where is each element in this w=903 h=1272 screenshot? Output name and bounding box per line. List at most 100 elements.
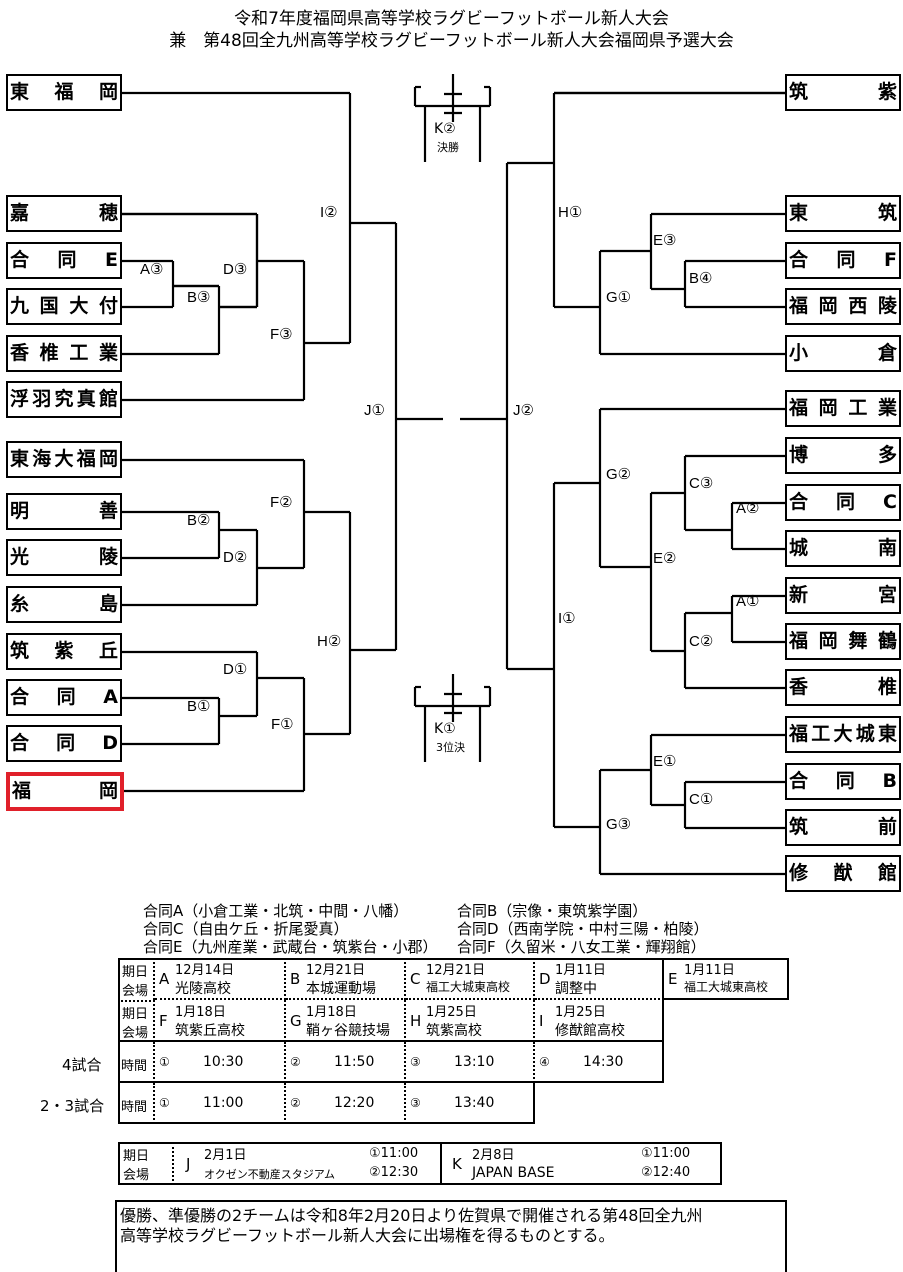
match-label-f2: F② bbox=[270, 494, 293, 511]
match-label-d1: D① bbox=[223, 661, 248, 678]
team-name-char: 宮 bbox=[877, 584, 897, 606]
team-name-char: 大 bbox=[69, 295, 89, 317]
team-name-char: 合 bbox=[10, 732, 30, 754]
team-name-char: 南 bbox=[877, 537, 897, 559]
schedule-header-cell bbox=[118, 1000, 155, 1042]
team-name-char: 善 bbox=[98, 500, 118, 522]
team-name-char: 修 bbox=[789, 862, 809, 884]
team-name-char: 究 bbox=[54, 388, 74, 410]
team-name-char: E bbox=[105, 249, 118, 271]
match-venue: 福工大城東高校 bbox=[426, 980, 511, 994]
team-name-char: 東 bbox=[789, 202, 809, 224]
schedule-date-header: 期日 bbox=[122, 1007, 149, 1022]
match-venue: 鞘ヶ谷競技場 bbox=[306, 1023, 390, 1039]
team-name-char: 筑 bbox=[789, 816, 809, 838]
right-team-1: 東筑 bbox=[785, 195, 901, 232]
match-label-c2: C② bbox=[689, 633, 714, 650]
match-code: I bbox=[539, 1012, 544, 1030]
schedule-cell-a bbox=[155, 958, 286, 1000]
team-name-char: 館 bbox=[877, 862, 897, 884]
team-name-char: 福 bbox=[789, 397, 809, 419]
team-name-char: 光 bbox=[10, 546, 30, 568]
match-label-d2: D② bbox=[223, 549, 248, 566]
match-venue: 光陵高校 bbox=[175, 981, 231, 997]
team-name-char: 業 bbox=[877, 397, 897, 419]
team-name-char: 紫 bbox=[54, 640, 74, 662]
team-name-char: 真 bbox=[76, 388, 96, 410]
team-name-char: 丘 bbox=[98, 640, 118, 662]
schedule-venue-header: 会場 bbox=[122, 1026, 149, 1041]
schedule-cell-b bbox=[286, 958, 406, 1000]
team-name-char: 倉 bbox=[877, 342, 897, 364]
team-name-char: 付 bbox=[98, 295, 118, 317]
match-date: 1月18日 bbox=[175, 1005, 226, 1020]
team-name-char: 多 bbox=[877, 444, 897, 466]
match-label-c3: C③ bbox=[689, 475, 714, 492]
team-name-char: 新 bbox=[789, 584, 809, 606]
team-name-char: 糸 bbox=[10, 593, 30, 615]
match-label-a2: A② bbox=[736, 500, 760, 517]
match-code: J bbox=[186, 1155, 191, 1173]
games-count-label: 2・3試合 bbox=[40, 1097, 105, 1115]
left-team-4: 香椎工業 bbox=[6, 335, 122, 372]
match-time: ①11:00 bbox=[369, 1146, 419, 1161]
match-label-a3: A③ bbox=[140, 261, 164, 278]
time-slot-time: 14:30 bbox=[583, 1054, 624, 1070]
team-name-char: 海 bbox=[32, 448, 52, 470]
team-name-char: 同 bbox=[835, 770, 855, 792]
match-label-h2: H② bbox=[317, 633, 342, 650]
match-date: 12月21日 bbox=[426, 963, 486, 978]
team-name-char: 合 bbox=[789, 491, 809, 513]
match-date: 1月11日 bbox=[555, 963, 606, 978]
team-name-char: 東 bbox=[10, 448, 30, 470]
team-name-char: 舞 bbox=[848, 630, 868, 652]
time-slot bbox=[155, 1083, 286, 1124]
tournament-subtitle: 兼 第48回全九州高等学校ラグビーフットボール新人大会福岡県予選大会 bbox=[169, 31, 734, 51]
finals-date-header: 期日 bbox=[123, 1149, 150, 1164]
match-date: 2月1日 bbox=[204, 1148, 247, 1163]
team-name-char: 同 bbox=[56, 686, 76, 708]
match-label-j2: J② bbox=[513, 402, 534, 419]
finals-cell-k bbox=[442, 1142, 722, 1185]
team-name-char: 福 bbox=[789, 723, 809, 745]
team-name-char: 小 bbox=[789, 342, 809, 364]
left-team-7: 明善 bbox=[6, 493, 122, 530]
right-team-9: 新宮 bbox=[785, 577, 901, 614]
right-team-4: 小倉 bbox=[785, 335, 901, 372]
team-name-char: 羽 bbox=[32, 388, 52, 410]
right-team-11: 香椎 bbox=[785, 669, 901, 706]
time-header-cell bbox=[118, 1042, 155, 1083]
match-label-g3: G③ bbox=[606, 816, 632, 833]
team-name-char: 業 bbox=[98, 342, 118, 364]
team-name-char: 岡 bbox=[98, 448, 118, 470]
time-slot-time: 11:00 bbox=[203, 1095, 244, 1111]
time-slot-time: 12:20 bbox=[334, 1095, 375, 1111]
right-team-8: 城南 bbox=[785, 530, 901, 567]
schedule-cell-d bbox=[535, 958, 664, 1000]
match-venue: 筑紫丘高校 bbox=[175, 1023, 245, 1039]
team-name-char: 香 bbox=[789, 676, 809, 698]
left-team-5: 浮羽究真館 bbox=[6, 381, 122, 418]
team-name-char: 福 bbox=[789, 630, 809, 652]
team-name-char: 穂 bbox=[98, 202, 118, 224]
team-name-char: 岡 bbox=[98, 780, 118, 802]
match-label-c1: C① bbox=[689, 791, 714, 808]
team-name-char: 福 bbox=[54, 81, 74, 103]
team-name-char: 前 bbox=[877, 816, 897, 838]
team-name-char: 東 bbox=[10, 81, 30, 103]
team-name-char: 大 bbox=[54, 448, 74, 470]
third-place-sub: 3位決 bbox=[436, 741, 465, 754]
time-slot bbox=[155, 1042, 286, 1083]
joint-team-note-f: 合同F（久留米・八女工業・輝翔館） bbox=[457, 938, 706, 956]
left-team-13: 福岡 bbox=[6, 772, 124, 811]
time-header-cell bbox=[118, 1083, 155, 1124]
match-date: 12月21日 bbox=[306, 963, 366, 978]
match-code: F bbox=[159, 1012, 168, 1030]
match-date: 1月25日 bbox=[426, 1005, 477, 1020]
team-name-char: 猷 bbox=[833, 862, 853, 884]
match-time: ②12:40 bbox=[641, 1165, 691, 1180]
match-code: H bbox=[410, 1012, 422, 1030]
match-venue: 筑紫高校 bbox=[426, 1023, 482, 1039]
schedule-cell-g bbox=[286, 1000, 406, 1042]
